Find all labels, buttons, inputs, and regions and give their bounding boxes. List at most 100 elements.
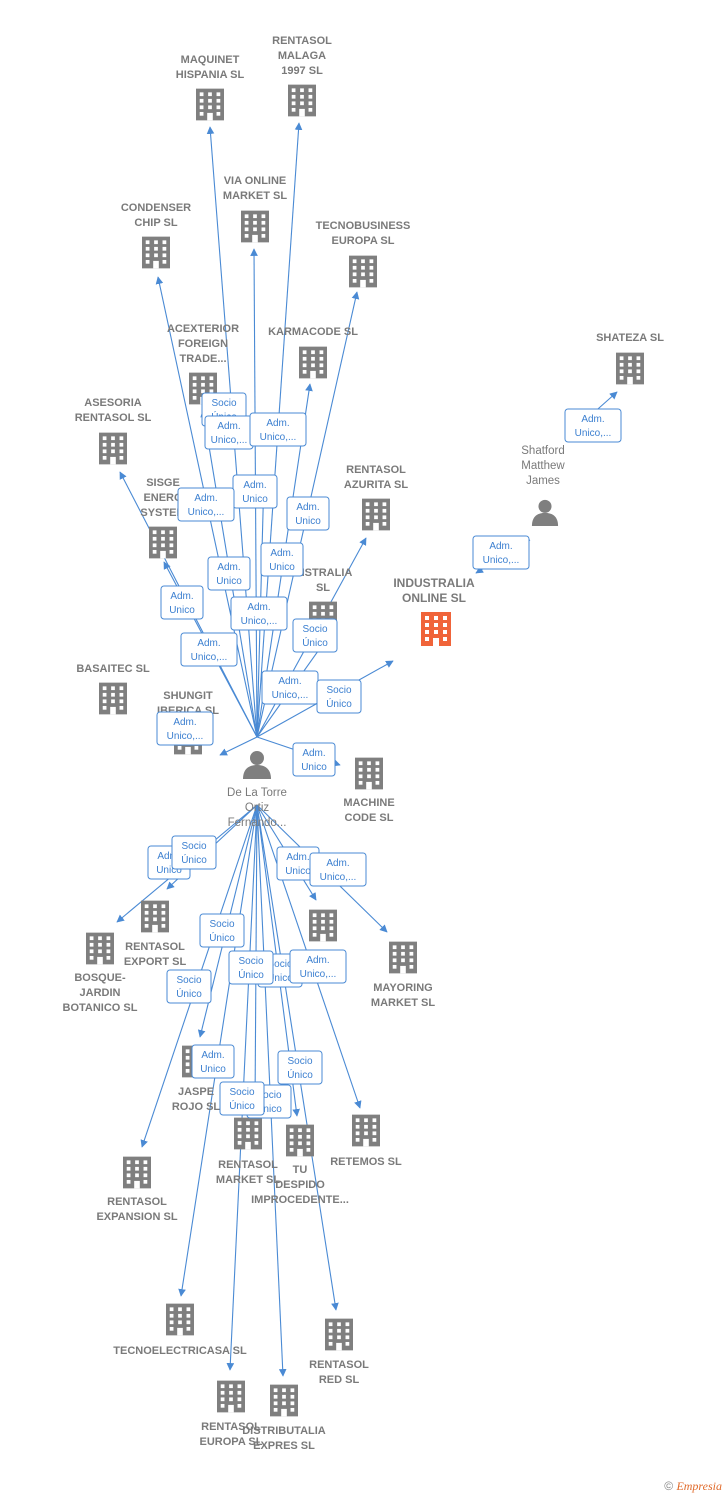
role-badge[interactable]: Adm.Unico [276,846,320,881]
role-badge-box[interactable] [289,949,347,984]
building-icon[interactable] [234,1117,262,1150]
building-icon[interactable] [141,900,169,933]
role-badge-box[interactable] [292,742,336,777]
role-badge[interactable]: Adm.Unico,... [564,408,622,443]
role-badge-box[interactable] [191,1044,235,1079]
role-badge-box[interactable] [292,618,338,653]
building-icon[interactable] [355,757,383,790]
role-badge[interactable]: Adm.Unico,... [177,487,235,522]
role-badge[interactable]: Adm.Unico,... [204,415,254,450]
role-badge[interactable]: Adm.Unico,... [309,852,367,887]
role-badge-box[interactable] [199,913,245,948]
focus-building-icon[interactable] [421,612,451,646]
role-badge[interactable]: Adm.Unico,... [249,412,307,447]
role-badge-box[interactable] [180,632,238,667]
role-badge-box[interactable] [249,412,307,447]
building-icon[interactable] [149,526,177,559]
role-badge-box[interactable] [228,950,274,985]
role-badge[interactable]: Adm.Unico [207,556,251,591]
company-node[interactable]: RETEMOS SL [330,1114,402,1168]
role-badge-box[interactable] [207,556,251,591]
role-badge-box[interactable] [260,542,304,577]
person-icon[interactable] [531,499,559,526]
building-icon[interactable] [352,1114,380,1147]
company-node[interactable]: SHATEZA SL [596,332,664,385]
role-badge-box[interactable] [171,835,217,870]
building-icon[interactable] [217,1380,245,1413]
role-badge-box[interactable] [472,535,530,570]
building-icon[interactable] [616,352,644,385]
copyright-footer[interactable]: © Empresia [664,1479,722,1494]
building-icon[interactable] [288,84,316,117]
role-badge[interactable]: Adm.Unico [260,542,304,577]
building-icon[interactable] [362,498,390,531]
building-icon[interactable] [99,682,127,715]
building-icon[interactable] [99,432,127,465]
building-icon[interactable] [270,1384,298,1417]
role-badge[interactable]: Adm.Unico,... [472,535,530,570]
role-badge[interactable]: Adm.Unico [160,585,204,620]
role-badge-box[interactable] [309,852,367,887]
building-icon[interactable] [86,932,114,965]
role-badge-box[interactable] [160,585,204,620]
building-icon[interactable] [389,941,417,974]
role-badge-box[interactable] [166,969,212,1004]
building-icon[interactable] [142,236,170,269]
role-badge[interactable]: Adm.Unico [191,1044,235,1079]
role-badge-box[interactable] [286,496,330,531]
role-badge[interactable]: Adm.Unico [292,742,336,777]
role-badge[interactable]: Adm.Unico [286,496,330,531]
role-badge-box[interactable] [316,679,362,714]
role-badge[interactable]: Adm.Unico,... [156,711,214,746]
role-badge[interactable]: Adm.Unico [232,474,278,509]
building-icon[interactable] [325,1318,353,1351]
role-badge-box[interactable] [277,1050,323,1085]
building-icon[interactable] [166,1303,194,1336]
company-node[interactable]: TECNOELECTRICASA SL [113,1303,247,1357]
role-badge[interactable]: Adm.Unico,... [289,949,347,984]
role-badge-box[interactable] [219,1081,265,1116]
person-icon[interactable] [243,751,271,779]
role-badge[interactable]: Adm.Unico,... [230,596,288,631]
empresia-logo[interactable]: Empresia [676,1479,722,1493]
building-icon[interactable] [286,1124,314,1157]
role-badge-box[interactable] [564,408,622,443]
company-node[interactable]: KARMACODE SL [268,326,358,379]
building-icon[interactable] [309,909,337,942]
building-icon[interactable] [299,346,327,379]
building-icon[interactable] [123,1156,151,1189]
role-badge[interactable]: Adm.Unico,... [261,670,319,705]
role-badge-box[interactable] [230,596,288,631]
role-badge-box[interactable] [156,711,214,746]
building-icon[interactable] [241,210,269,243]
